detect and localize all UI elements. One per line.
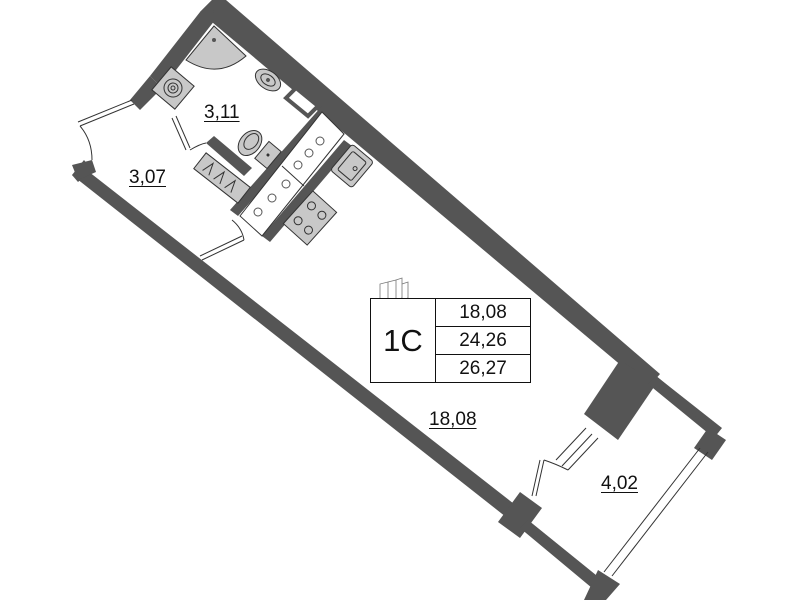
room-area-bathroom: 3,11 — [204, 102, 240, 123]
toilet-icon — [237, 129, 282, 170]
washbasin-icon — [254, 68, 282, 92]
apartment-info-box: 1С 18,08 24,26 26,27 — [370, 298, 531, 383]
total-area-value: 24,26 — [436, 327, 530, 355]
apartment-type: 1С — [371, 299, 436, 382]
balcony-divider — [652, 375, 716, 431]
room-area-living: 18,08 — [429, 409, 477, 430]
washing-machine-icon — [151, 66, 195, 110]
kitchen-sink-icon — [331, 144, 373, 188]
stove-icon — [282, 190, 338, 246]
kitchen-counter — [239, 111, 345, 237]
room-area-hallway: 3,07 — [129, 167, 166, 188]
room-area-balcony: 4,02 — [601, 473, 638, 494]
openings — [77, 99, 709, 577]
area-summary: 18,08 24,26 26,27 — [436, 299, 530, 382]
shower-tray-icon — [185, 25, 247, 70]
living-area-value: 18,08 — [436, 299, 530, 327]
wardrobe-icon — [193, 152, 251, 204]
total-area-with-balcony-value: 26,27 — [459, 357, 507, 379]
exterior-walls — [72, 0, 726, 600]
